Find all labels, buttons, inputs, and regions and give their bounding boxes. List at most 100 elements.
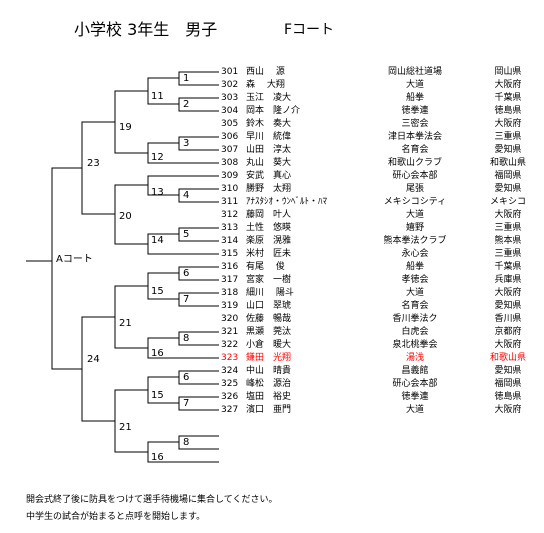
player-name: 黒瀬 莞汰 — [246, 327, 292, 337]
player-number: 315 — [221, 249, 239, 259]
player-club: 研心会本部 — [392, 171, 438, 181]
match-number: 16 — [151, 452, 164, 463]
match-number: 1 — [183, 73, 190, 84]
player-number: 317 — [221, 275, 239, 285]
match-number: 15 — [151, 390, 164, 401]
player-name: 森 大翔 — [246, 80, 285, 90]
player-name: 峰松 源治 — [246, 379, 292, 389]
player-prefecture: 三重県 — [494, 132, 522, 142]
player-club: 名育会 — [401, 301, 429, 311]
player-club: 船拳 — [405, 262, 424, 272]
player-prefecture: メキシコ — [489, 197, 526, 207]
player-club: 研心会本部 — [392, 379, 438, 389]
player-prefecture: 徳島県 — [494, 106, 522, 116]
match-number: 19 — [119, 122, 132, 133]
player-name: 西山 源 — [246, 67, 285, 77]
player-prefecture: 兵庫県 — [494, 275, 522, 285]
match-number: 16 — [151, 348, 164, 359]
player-number: 316 — [221, 262, 239, 272]
player-number: 313 — [221, 223, 239, 233]
player-name: 中山 晴貴 — [246, 366, 292, 376]
player-club: 大道 — [405, 210, 424, 220]
player-number: 309 — [221, 171, 239, 181]
player-club: 香川拳法ク — [392, 314, 438, 324]
player-club: 岡山総社道場 — [387, 67, 442, 77]
player-club: 大道 — [405, 80, 424, 90]
match-number: 21 — [119, 422, 132, 433]
match-number: 7 — [183, 398, 190, 409]
player-prefecture: 愛知県 — [494, 301, 522, 311]
player-number: 302 — [221, 80, 239, 90]
player-prefecture: 福岡県 — [494, 171, 522, 181]
player-name: 鈴木 奏大 — [246, 119, 292, 129]
player-club: 昌義館 — [401, 366, 429, 376]
player-prefecture: 千葉県 — [494, 262, 522, 272]
match-number: 15 — [151, 286, 164, 297]
player-name: 濱口 亜門 — [246, 405, 292, 415]
player-prefecture: 和歌山県 — [489, 158, 526, 168]
match-number: 5 — [183, 229, 190, 240]
player-row: 317 宮家 一樹 孝徳会 兵庫県 — [0, 274, 544, 287]
player-club: 津日本拳法会 — [387, 132, 442, 142]
player-number: 308 — [221, 158, 239, 168]
player-name: 小倉 暖大 — [246, 340, 292, 350]
player-prefecture: 大阪府 — [494, 119, 522, 129]
player-club: 大道 — [405, 288, 424, 298]
note-line: 中学生の試合が始まると点呼を開始します。 — [26, 512, 206, 522]
player-club: 徳拳連 — [401, 392, 429, 402]
player-name: 米村 匠未 — [246, 249, 292, 259]
player-number: 327 — [221, 405, 239, 415]
player-name: 細川 陽斗 — [246, 288, 294, 298]
player-club: 熊本拳法クラブ — [383, 236, 447, 246]
player-name: 山口 翠琥 — [246, 301, 292, 311]
player-name: 有尾 俊 — [246, 262, 285, 272]
player-prefecture: 愛知県 — [494, 145, 522, 155]
player-prefecture: 三重県 — [494, 249, 522, 259]
player-row: 319 山口 翠琥 名育会 愛知県 — [0, 300, 544, 313]
player-number: 303 — [221, 93, 239, 103]
match-number: 14 — [151, 235, 164, 246]
player-number: 319 — [221, 301, 239, 311]
player-number: 310 — [221, 184, 239, 194]
player-name: 宮家 一樹 — [246, 275, 292, 285]
final-court-label: Aコート — [56, 254, 93, 265]
player-number: 320 — [221, 314, 239, 324]
player-number: 312 — [221, 210, 239, 220]
player-club: 永心会 — [401, 249, 429, 259]
player-prefecture: 和歌山県 — [489, 353, 526, 363]
player-number: 314 — [221, 236, 239, 246]
player-club: 嬉野 — [405, 223, 424, 233]
player-number: 306 — [221, 132, 239, 142]
player-club: 孝徳会 — [401, 275, 429, 285]
player-prefecture: 愛知県 — [494, 184, 522, 194]
player-prefecture: 千葉県 — [494, 93, 522, 103]
player-name: 勝野 太翔 — [246, 184, 292, 194]
player-name: ｱﾅｽﾀｼｵ・ｳﾝﾍﾞﾙﾄ・ﾊﾏ — [246, 197, 328, 207]
player-club: 湯浅 — [405, 353, 424, 363]
note-line: 開会式終了後に防具をつけて選手待機場に集合してください。 — [26, 495, 278, 505]
bracket-final — [51, 167, 82, 370]
match-number: 2 — [183, 99, 190, 110]
player-prefecture: 愛知県 — [494, 366, 522, 376]
player-number: 318 — [221, 288, 239, 298]
player-name: 藤岡 叶人 — [246, 210, 292, 220]
player-name: 楽原 滉雅 — [246, 236, 292, 246]
match-number: 6 — [183, 372, 190, 383]
